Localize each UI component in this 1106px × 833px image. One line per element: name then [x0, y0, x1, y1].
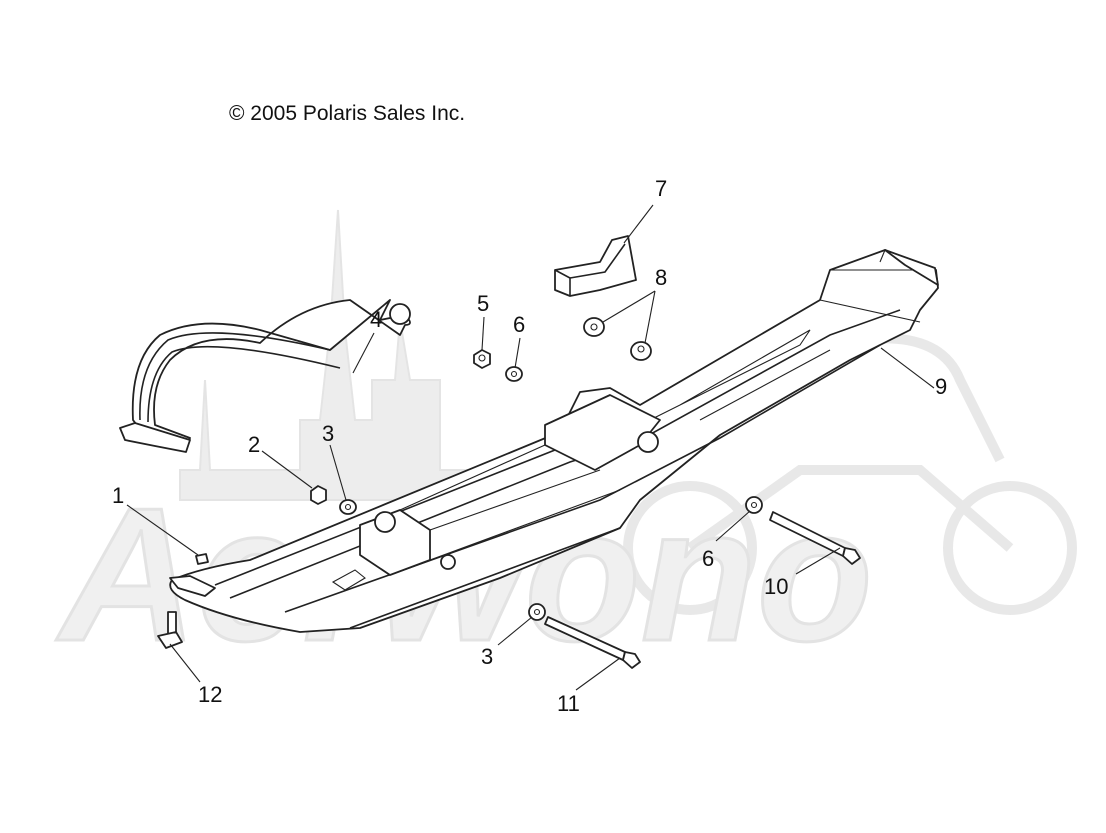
ski-handle — [119, 299, 411, 453]
leader-lines — [126, 204, 935, 691]
callout-5: 5 — [477, 291, 489, 316]
callout-7: 7 — [655, 176, 667, 201]
callout-4: 4 — [370, 307, 382, 332]
clip-1 — [195, 553, 209, 565]
watermark-wheel-rear — [623, 481, 757, 615]
ski-front-tip — [169, 575, 216, 597]
washer-3-lower — [528, 603, 546, 621]
hardware — [157, 317, 861, 669]
watermark-wheel-front — [943, 481, 1077, 615]
wear-block — [554, 235, 637, 297]
nut-2 — [310, 485, 327, 505]
callout-2: 2 — [248, 432, 260, 457]
callout-1: 1 — [112, 483, 124, 508]
callout-3a: 3 — [322, 421, 334, 446]
washer-6-top — [505, 366, 523, 382]
washer-8b — [630, 341, 652, 361]
callout-3b: 3 — [481, 644, 493, 669]
copyright-text: © 2005 Polaris Sales Inc. — [229, 102, 466, 125]
ski-handle-end — [389, 303, 411, 325]
callout-6b: 6 — [702, 546, 714, 571]
callout-6a: 6 — [513, 312, 525, 337]
nut-5 — [473, 349, 491, 369]
watermark-skyline — [179, 209, 481, 501]
callout-8: 8 — [655, 265, 667, 290]
washer-8a — [583, 317, 605, 337]
washer-6-lower — [745, 496, 763, 514]
callout-12: 12 — [198, 682, 222, 707]
callout-11: 11 — [557, 691, 580, 716]
callouts: 1 2 3 3 4 5 6 6 7 8 9 10 11 12 — [112, 176, 947, 716]
callout-10: 10 — [764, 574, 788, 599]
washer-3-upper — [339, 499, 357, 515]
callout-9: 9 — [935, 374, 947, 399]
ski-rear-tip — [884, 249, 939, 286]
ski-handle-loop — [131, 299, 411, 449]
ski-body — [169, 249, 939, 633]
